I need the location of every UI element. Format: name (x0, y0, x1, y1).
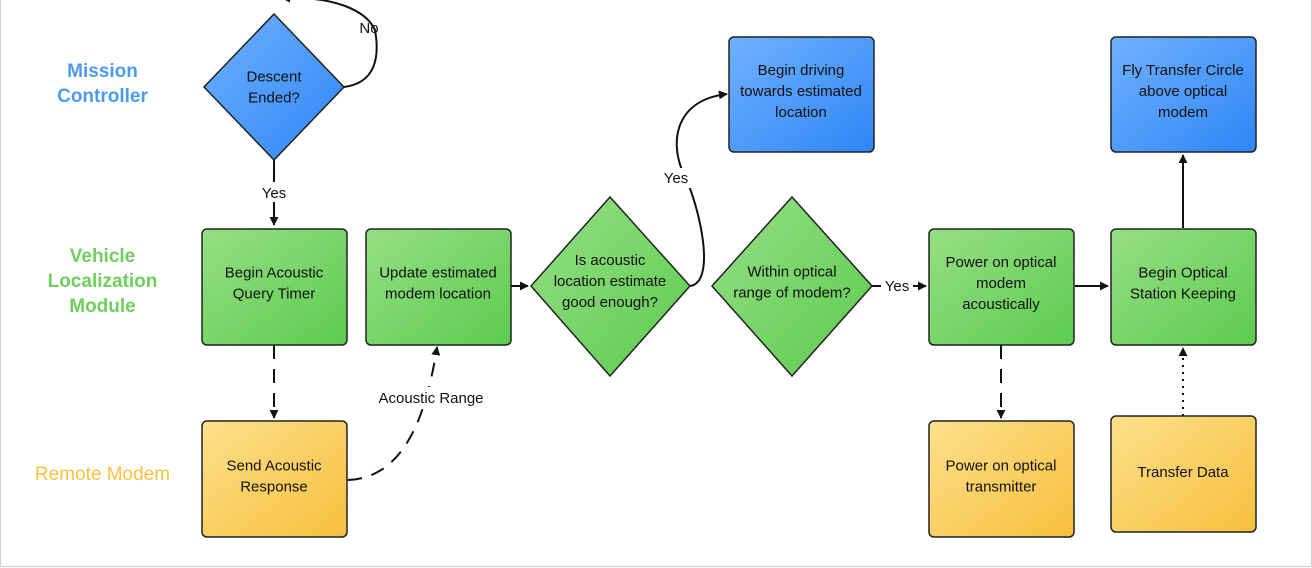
node-descent-ended (202, 12, 346, 162)
node-label-line: modem (1158, 104, 1208, 121)
edge-acoustic-yes-to-driving (675, 90, 728, 287)
node-fly-transfer (1110, 36, 1257, 153)
node-label-line: range of modem? (733, 285, 851, 302)
node-label-line: acoustically (962, 296, 1040, 313)
node-label-line: Fly Transfer Circle (1122, 62, 1244, 79)
lane-label-remote-modem: Remote Modem (34, 464, 171, 485)
node-label-begin-driving: Begin driving towards estimated location (740, 62, 862, 121)
edge-descent-no-loop (281, 0, 378, 88)
node-within-optical (710, 195, 874, 378)
node-label-line: above optical (1139, 83, 1227, 100)
node-acoustic-good (529, 195, 692, 378)
node-label-line: Update estimated (379, 265, 497, 282)
node-label-line: modem (976, 275, 1026, 292)
node-label-transfer-data: Transfer Data (1137, 464, 1229, 481)
node-label-line: Is acoustic (575, 252, 646, 269)
node-label-power-transmitter: Power on optical transmitter (946, 458, 1057, 496)
node-begin-station-keeping (1110, 228, 1257, 346)
node-label-line: Begin Acoustic (225, 265, 324, 282)
node-label-line: location estimate (554, 273, 667, 290)
node-label-line: Begin driving (758, 62, 845, 79)
node-label-line: Response (240, 479, 308, 496)
node-label-line: Power on optical (946, 254, 1057, 271)
node-label-line: Send Acoustic (226, 458, 322, 475)
node-label-acoustic-good: Is acoustic location estimate good enough? (554, 252, 667, 311)
node-send-response (201, 420, 348, 538)
node-power-transmitter (928, 420, 1075, 538)
node-label-line: transmitter (966, 479, 1037, 496)
lane-label-mission-controller: Mission Controller (57, 61, 148, 107)
node-label-line: good enough? (562, 294, 658, 311)
node-label-line: location (775, 104, 827, 121)
node-label-line: Within optical (747, 264, 836, 281)
node-label-line: Begin Optical (1138, 265, 1227, 282)
node-label-line: modem location (385, 286, 491, 303)
edge-label-yes-acoustic: Yes (664, 170, 688, 187)
node-label-line: Query Timer (233, 286, 316, 303)
node-label-line: Station Keeping (1130, 286, 1236, 303)
node-label-line: towards estimated (740, 83, 862, 100)
node-power-optical-modem (928, 228, 1075, 346)
node-label-line: Power on optical (946, 458, 1057, 475)
node-begin-acoustic-timer (201, 228, 348, 346)
node-label-line: Descent (246, 69, 302, 86)
node-label-within-optical: Within optical range of modem? (733, 264, 851, 302)
edge-label-no: No (359, 20, 378, 37)
node-label-line: Transfer Data (1137, 464, 1229, 481)
lane-label-vehicle-localization-module: Vehicle Localization Module (47, 246, 158, 317)
node-label-power-optical-modem: Power on optical modem acoustically (946, 254, 1057, 313)
edge-label-yes-descent: Yes (262, 185, 286, 202)
node-label-fly-transfer: Fly Transfer Circle above optical modem (1122, 62, 1244, 121)
node-label-update-location: Update estimated modem location (379, 265, 497, 303)
node-update-location (365, 228, 512, 346)
edge-label-acoustic-range: Acoustic Range (378, 390, 483, 407)
node-begin-driving (728, 36, 875, 153)
edge-response-to-update (347, 346, 441, 481)
node-transfer-data (1110, 415, 1257, 533)
node-label-line: Ended? (248, 90, 300, 107)
edge-label-yes-optical: Yes (885, 278, 909, 295)
